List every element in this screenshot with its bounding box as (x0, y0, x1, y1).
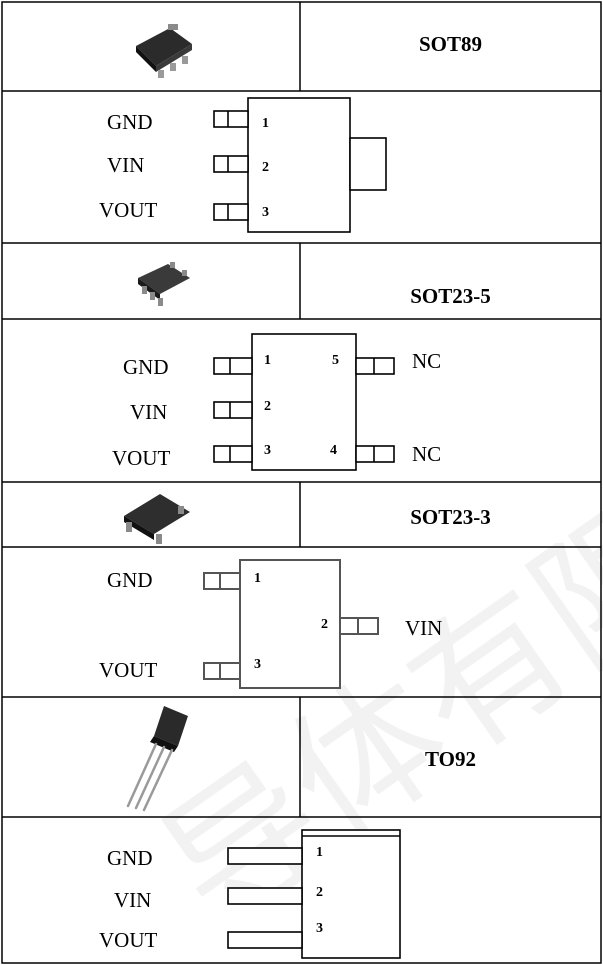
pin-number-5: 5 (332, 353, 339, 368)
pin-label-gnd: GND (107, 110, 153, 134)
pin-number-1: 1 (254, 571, 261, 586)
sot89-package-image (136, 24, 192, 78)
sot23-3-package-image (124, 494, 190, 544)
pin-number-2: 2 (262, 160, 269, 175)
pin-number-3: 3 (254, 657, 261, 672)
pin-number-1: 1 (316, 845, 323, 860)
pin-label-gnd: GND (107, 568, 153, 592)
sot23-5-pinout-diagram (213, 333, 395, 471)
pin-label-vin: VIN (114, 888, 152, 912)
pin-label-nc: NC (412, 349, 442, 373)
pin-label-gnd: GND (123, 355, 169, 379)
pin-label-vin: VIN (107, 153, 145, 177)
pin-number-3: 3 (264, 443, 271, 458)
pin-label-gnd: GND (107, 846, 153, 870)
pin-number-3: 3 (262, 205, 269, 220)
to92-package-image (126, 706, 188, 812)
pin-label-vout: VOUT (112, 446, 171, 470)
package-name-sot23-5: SOT23-5 (410, 284, 491, 308)
pin-number-4: 4 (330, 443, 337, 458)
sot23-3-pinout-diagram (203, 559, 379, 689)
pin-number-2: 2 (316, 885, 323, 900)
pin-label-vout: VOUT (99, 198, 158, 222)
pin-label-vout: VOUT (99, 658, 158, 682)
package-name-to92: TO92 (425, 747, 476, 771)
pin-number-3: 3 (316, 921, 323, 936)
pin-number-2: 2 (321, 617, 328, 632)
pin-number-1: 1 (264, 353, 271, 368)
package-name-sot23-3: SOT23-3 (410, 505, 491, 529)
pin-label-vin: VIN (130, 400, 168, 424)
pin-number-2: 2 (264, 399, 271, 414)
package-name-sot89: SOT89 (418, 32, 483, 56)
pin-number-1: 1 (262, 116, 269, 131)
pin-label-vin: VIN (405, 616, 443, 640)
pin-label-vout: VOUT (99, 928, 158, 952)
sot89-pinout-diagram (213, 97, 387, 233)
to92-pinout-diagram (227, 829, 401, 959)
sot23-5-package-image (138, 262, 190, 306)
pin-label-nc: NC (412, 442, 442, 466)
